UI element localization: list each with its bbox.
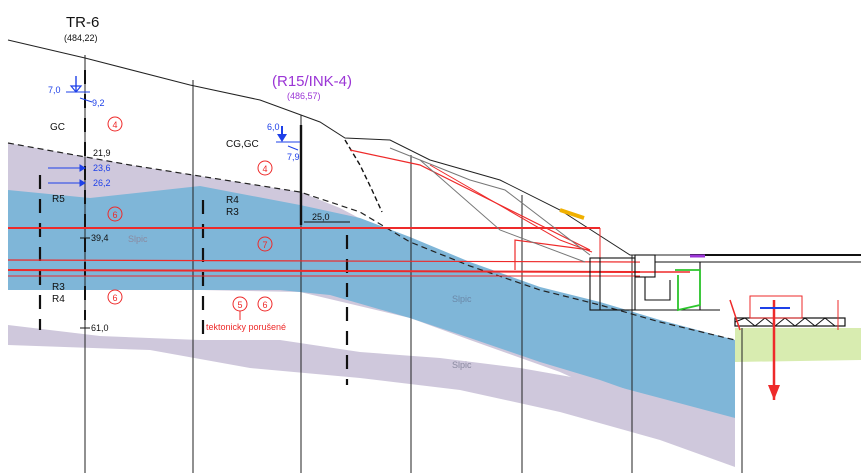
svg-text:4: 4 [112, 120, 117, 130]
water-level-tr6 [66, 76, 93, 103]
depth-tr6-d5: 61,0 [91, 323, 109, 333]
road-structure [729, 295, 846, 400]
zone-marker-6b: 6 [107, 289, 123, 305]
svg-text:4: 4 [262, 164, 267, 174]
green-layer [735, 328, 861, 362]
inflow-arrows [48, 164, 86, 187]
soil-label-r4-upper: R4 [226, 195, 239, 206]
blue-layer [8, 186, 735, 418]
water-level-r15-b: 7,9 [287, 152, 300, 162]
ground-surface-line [7, 39, 861, 256]
svg-text:6: 6 [112, 293, 117, 303]
depth-tr6-d2: 23,6 [93, 163, 111, 173]
anchor-lines [389, 147, 591, 263]
soil-label-r3-upper: R3 [226, 207, 239, 218]
failure-surface-dashed [344, 139, 383, 213]
svg-text:7: 7 [262, 240, 267, 250]
depth-tr6-d4: 39,4 [91, 233, 109, 243]
borehole-r15-name: (R15/INK-4) [272, 73, 352, 90]
layer-tag-2: Slpic [452, 294, 472, 304]
soil-label-cggc: CG,GC [226, 139, 259, 150]
soil-label-r4-lower: R4 [52, 294, 65, 305]
water-level-r15-a: 6,0 [267, 122, 280, 132]
zone-marker-4a: 4 [107, 116, 123, 132]
soil-label-gc: GC [50, 122, 65, 133]
water-level-r15 [276, 126, 300, 151]
svg-text:6: 6 [262, 300, 267, 310]
borehole-tr6-elevation: (484,22) [64, 33, 98, 43]
zone-marker-7: 7 [257, 236, 273, 252]
depth-tr6-d1: 21,9 [93, 148, 111, 158]
layer-tag-1: Slpic [128, 234, 148, 244]
green-drain [675, 269, 701, 312]
note-tectonic: tektonicky porušené [206, 322, 286, 332]
layer-boundary-dashed [7, 142, 736, 341]
red-structure-lines [7, 149, 690, 277]
water-level-tr6-b: 9,2 [92, 98, 105, 108]
yellow-marker [559, 208, 585, 220]
zone-marker-5: 5 [232, 296, 248, 312]
borehole-tr6-name: TR-6 [66, 14, 99, 31]
retaining-wall [589, 254, 861, 311]
zone-marker-6c: 6 [257, 296, 273, 312]
depth-tr6-d3: 26,2 [93, 178, 111, 188]
lavender-layer-lower [8, 325, 735, 467]
water-level-tr6-a: 7,0 [48, 85, 61, 95]
soil-label-r5: R5 [52, 194, 65, 205]
borehole-r15-elevation: (486,57) [287, 91, 321, 101]
svg-text:6: 6 [112, 210, 117, 220]
zone-marker-4b: 4 [257, 160, 273, 176]
svg-text:5: 5 [237, 300, 242, 310]
layer-tag-3: Slpic [452, 360, 472, 370]
depth-r15-d1: 25,0 [312, 212, 330, 222]
soil-label-r3-lower: R3 [52, 282, 65, 293]
zone-marker-6a: 6 [107, 206, 123, 222]
